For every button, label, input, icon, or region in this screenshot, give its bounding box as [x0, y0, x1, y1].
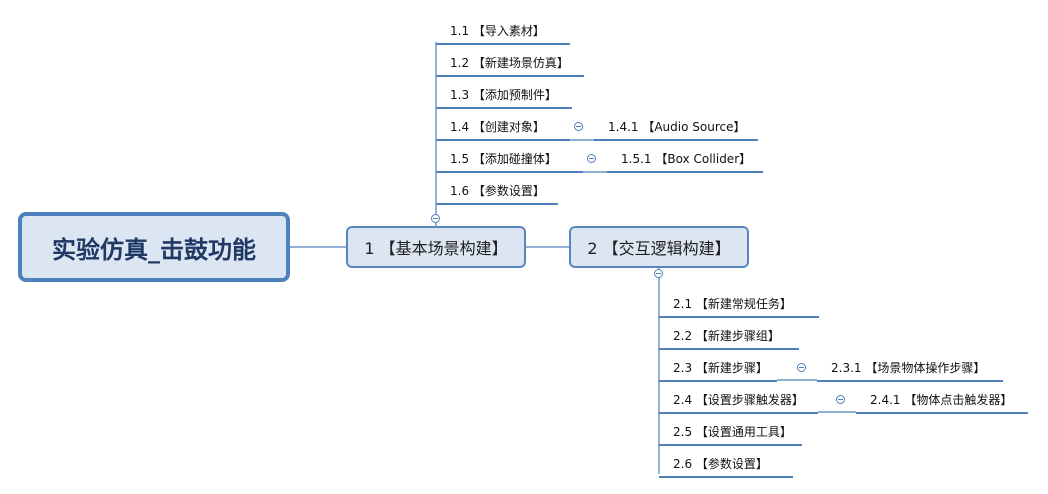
subtopic-label: 2.5 【设置通用工具】 [673, 425, 792, 439]
subtopic-1-5[interactable]: 1.5 【添加碰撞体】 [436, 151, 583, 173]
branch-basic-scene-construction[interactable]: 1 【基本场景构建】 [346, 226, 526, 268]
collapse-toggle-1-4[interactable] [574, 122, 583, 131]
subtopic-2-1[interactable]: 2.1 【新建常规任务】 [659, 296, 819, 318]
root-topic[interactable]: 实验仿真_击鼓功能 [18, 212, 290, 282]
subtopic-1-5-1[interactable]: 1.5.1 【Box Collider】 [607, 151, 763, 173]
subtopic-2-3-1[interactable]: 2.3.1 【场景物体操作步骤】 [817, 360, 1003, 382]
subtopic-label: 2.6 【参数设置】 [673, 457, 768, 471]
subtopic-2-4[interactable]: 2.4 【设置步骤触发器】 [659, 392, 818, 414]
subtopic-1-4-1[interactable]: 1.4.1 【Audio Source】 [594, 119, 758, 141]
subtopic-2-2[interactable]: 2.2 【新建步骤组】 [659, 328, 799, 350]
collapse-toggle-branch-2[interactable] [654, 269, 663, 278]
root-topic-label: 实验仿真_击鼓功能 [52, 235, 256, 264]
subtopic-label: 1.5.1 【Box Collider】 [621, 152, 752, 166]
subtopic-1-2[interactable]: 1.2 【新建场景仿真】 [436, 55, 584, 77]
subtopic-label: 1.6 【参数设置】 [450, 184, 545, 198]
subtopic-label: 2.3.1 【场景物体操作步骤】 [831, 361, 986, 375]
subtopic-label: 2.2 【新建步骤组】 [673, 329, 780, 343]
subtopic-label: 2.4.1 【物体点击触发器】 [870, 393, 1013, 407]
collapse-toggle-2-3[interactable] [797, 363, 806, 372]
branch-label: 1 【基本场景构建】 [364, 239, 508, 258]
subtopic-2-4-1[interactable]: 2.4.1 【物体点击触发器】 [856, 392, 1028, 414]
subtopic-2-6[interactable]: 2.6 【参数设置】 [659, 456, 793, 478]
subtopic-label: 1.3 【添加预制件】 [450, 88, 557, 102]
subtopic-label: 1.2 【新建场景仿真】 [450, 56, 569, 70]
collapse-toggle-2-4[interactable] [836, 395, 845, 404]
subtopic-2-5[interactable]: 2.5 【设置通用工具】 [659, 424, 802, 446]
collapse-toggle-1-5[interactable] [587, 154, 596, 163]
subtopic-label: 1.4.1 【Audio Source】 [608, 120, 746, 134]
subtopic-1-3[interactable]: 1.3 【添加预制件】 [436, 87, 572, 109]
subtopic-1-4[interactable]: 1.4 【创建对象】 [436, 119, 570, 141]
subtopic-1-1[interactable]: 1.1 【导入素材】 [436, 23, 570, 45]
branch-interaction-logic-construction[interactable]: 2 【交互逻辑构建】 [569, 226, 749, 268]
subtopic-label: 2.4 【设置步骤触发器】 [673, 393, 804, 407]
subtopic-label: 2.3 【新建步骤】 [673, 361, 768, 375]
subtopic-label: 2.1 【新建常规任务】 [673, 297, 792, 311]
subtopic-1-6[interactable]: 1.6 【参数设置】 [436, 183, 558, 205]
collapse-toggle-branch-1[interactable] [431, 214, 440, 223]
subtopic-label: 1.4 【创建对象】 [450, 120, 545, 134]
subtopic-2-3[interactable]: 2.3 【新建步骤】 [659, 360, 777, 382]
subtopic-label: 1.1 【导入素材】 [450, 24, 545, 38]
branch-label: 2 【交互逻辑构建】 [587, 239, 731, 258]
subtopic-label: 1.5 【添加碰撞体】 [450, 152, 557, 166]
